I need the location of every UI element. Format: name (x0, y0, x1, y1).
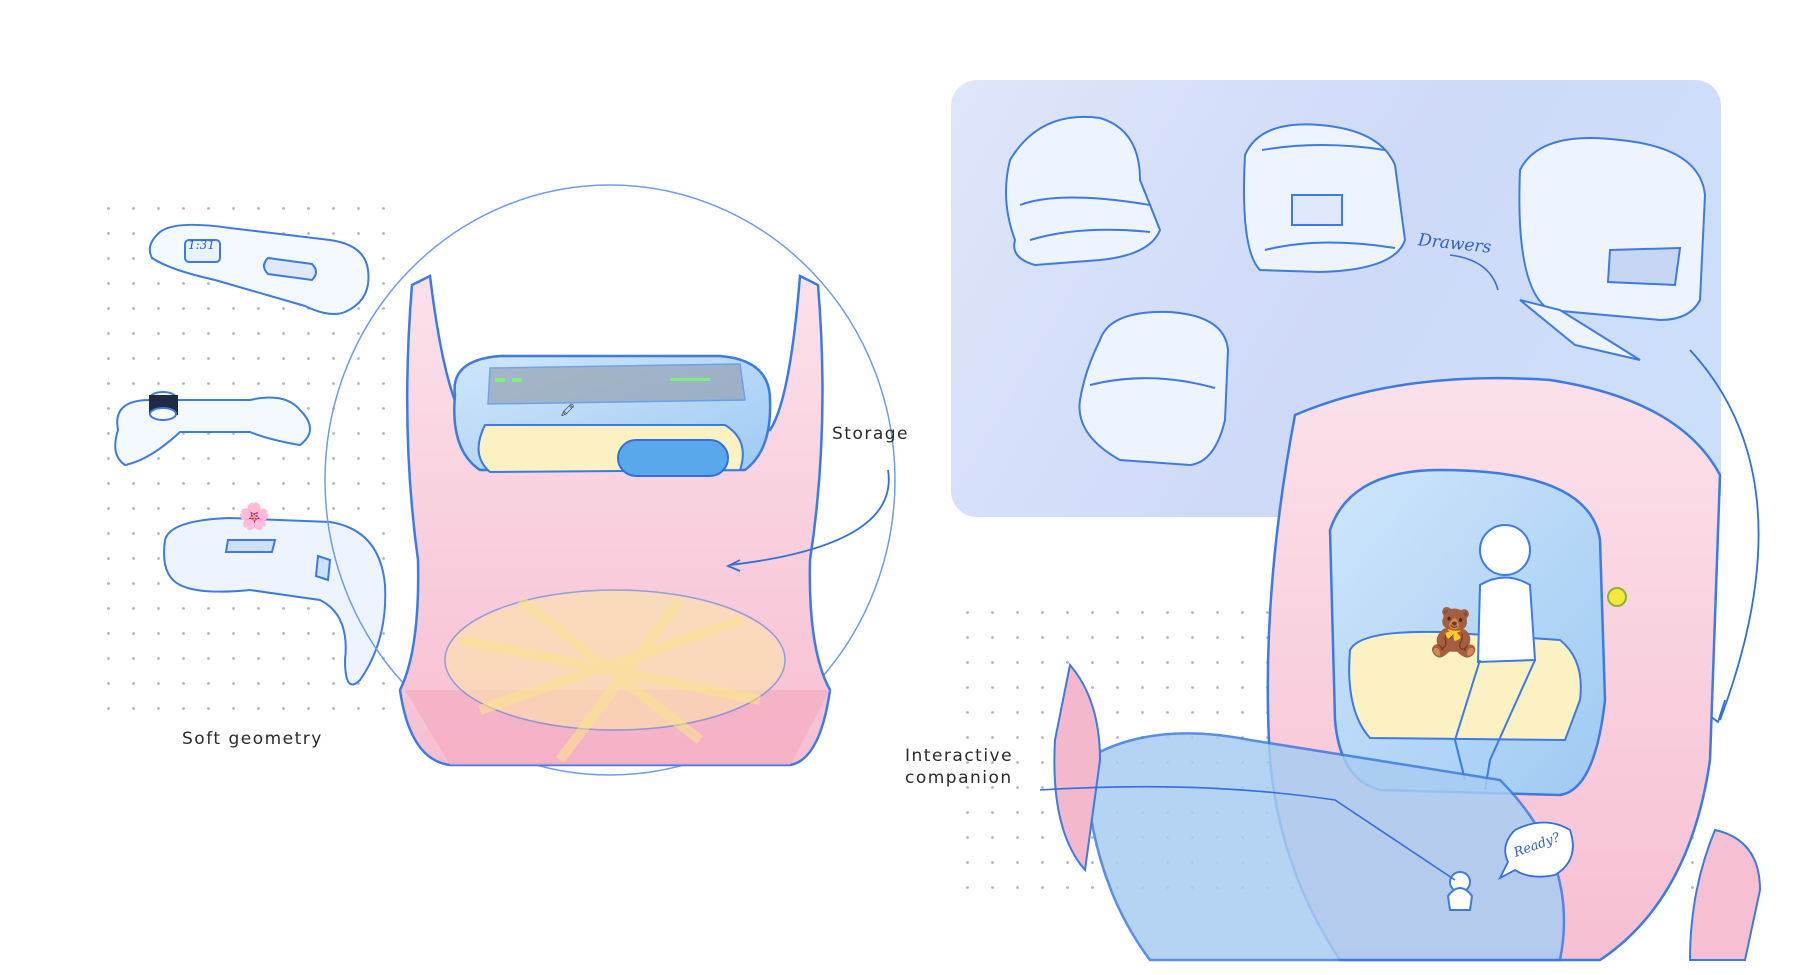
chair-variation-4 (1078, 310, 1230, 467)
teddy-bear-icon: 🧸 (1425, 605, 1483, 659)
crayon-icon: 🖍 (560, 403, 576, 417)
interactive-companion-line1: Interactive (905, 746, 1014, 766)
armrest-sketch-display (148, 223, 370, 315)
soft-geometry-label: Soft geometry (182, 729, 323, 749)
interactive-companion-line2: companion (905, 768, 1013, 788)
chair-variation-1 (1005, 116, 1162, 267)
storage-label: Storage (832, 424, 910, 444)
companion-pod-sketch (1053, 376, 1762, 962)
armrest-sketch-cup (114, 391, 311, 467)
storage-chair-sketch (324, 184, 896, 776)
companion-arrow (1039, 785, 1456, 881)
display-time-text: 1:31 (188, 238, 215, 252)
detail-arrow (1689, 349, 1760, 721)
flower-icon: 🌸 (238, 502, 271, 532)
chair-variation-3 (1518, 137, 1707, 361)
interactive-companion-label: Interactive companion (905, 745, 1013, 789)
storage-arrow (729, 469, 890, 566)
chair-variation-2 (1243, 123, 1407, 274)
drawers-arrow (1449, 254, 1499, 291)
armrest-sketch-flower (163, 516, 387, 686)
